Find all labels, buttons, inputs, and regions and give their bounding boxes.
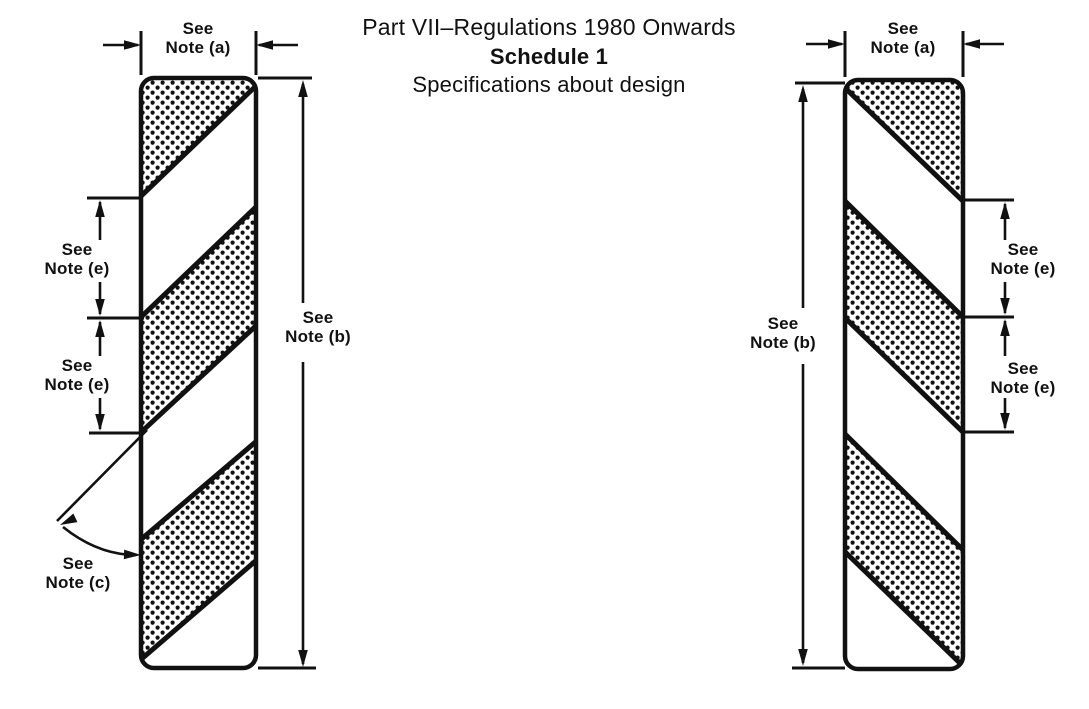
arrowhead-up-icon	[95, 320, 105, 337]
left-post-stripe-note-upper: See Note (e)	[45, 240, 110, 278]
arrowhead-right-icon	[123, 549, 141, 560]
right-post-stripe-note-lower: See Note (e)	[991, 359, 1056, 397]
note-line: Note (a)	[870, 38, 936, 57]
page-title-line2: Schedule 1	[489, 44, 609, 69]
right-post-height-dimension	[792, 81, 845, 670]
arrowhead-up-icon	[1000, 319, 1010, 336]
arrowhead-down-icon	[1000, 298, 1010, 315]
right-post-height-note: See Note (b)	[750, 314, 816, 352]
left-post-angle-note: See Note (c)	[46, 554, 111, 592]
arrowhead-down-icon	[298, 650, 308, 667]
note-line: Note (b)	[750, 333, 816, 352]
note-line: Note (e)	[44, 375, 110, 394]
right-post-stripe-edges	[845, 83, 963, 669]
left-post-width-dimension	[103, 31, 298, 75]
left-post-height-dimension	[258, 76, 316, 670]
note-line: Note (a)	[165, 38, 231, 57]
note-line: See	[1007, 240, 1039, 259]
note-line: Note (e)	[44, 259, 110, 278]
left-marker-post	[138, 75, 259, 671]
left-post-width-note: See Note (a)	[166, 19, 231, 57]
arrowhead-down-icon	[95, 414, 105, 431]
arrowhead-up-icon	[95, 200, 105, 217]
right-post-stripe-dimensions	[959, 198, 1014, 434]
left-post-stripe-edges	[141, 81, 256, 664]
page-title-line3: Specifications about design	[412, 72, 686, 97]
left-post-stripe-dimensions	[87, 196, 144, 435]
arrowhead-down-left-icon	[60, 513, 78, 525]
note-line: See	[61, 356, 93, 375]
arrowhead-down-icon	[95, 299, 105, 316]
left-post-dotted-stripe-bottom	[141, 438, 256, 661]
arrowhead-up-icon	[298, 80, 308, 97]
left-post-stripe-note-lower: See Note (e)	[45, 356, 110, 394]
arrowhead-left-icon	[256, 40, 273, 50]
right-post-width-dimension	[806, 31, 1004, 77]
right-marker-post	[842, 77, 966, 672]
note-line: See	[62, 554, 94, 573]
right-post-stripe-note-upper: See Note (e)	[991, 240, 1056, 278]
note-line: See	[767, 314, 799, 333]
right-post-outline	[842, 77, 966, 672]
note-line: See	[887, 19, 919, 38]
note-line: Note (c)	[45, 573, 111, 592]
arrowhead-down-icon	[798, 649, 808, 666]
right-post-dotted-stripe-bottom	[845, 433, 963, 668]
note-line: Note (e)	[990, 259, 1056, 278]
left-post-outline	[138, 75, 259, 671]
note-line: Note (e)	[990, 378, 1056, 397]
arrowhead-up-icon	[1000, 202, 1010, 219]
note-line: See	[302, 308, 334, 327]
note-line: See	[61, 240, 93, 259]
right-post-dotted-stripe-middle	[845, 200, 963, 433]
right-post-dotted-stripe-top	[845, 80, 963, 201]
arrowhead-left-icon	[963, 39, 980, 49]
arrowhead-up-icon	[798, 85, 808, 102]
arrowhead-right-icon	[124, 40, 141, 50]
arrowhead-down-icon	[1000, 413, 1010, 430]
page-title-line1: Part VII–Regulations 1980 Onwards	[362, 14, 736, 40]
left-post-dotted-stripe-middle	[141, 202, 256, 434]
note-line: See	[182, 19, 214, 38]
note-line: See	[1007, 359, 1039, 378]
left-post-height-note: See Note (b)	[285, 308, 351, 346]
note-line: Note (b)	[285, 327, 351, 346]
left-post-angle-callout	[56, 429, 148, 560]
right-post-width-note: See Note (a)	[871, 19, 936, 57]
arrowhead-right-icon	[828, 39, 845, 49]
